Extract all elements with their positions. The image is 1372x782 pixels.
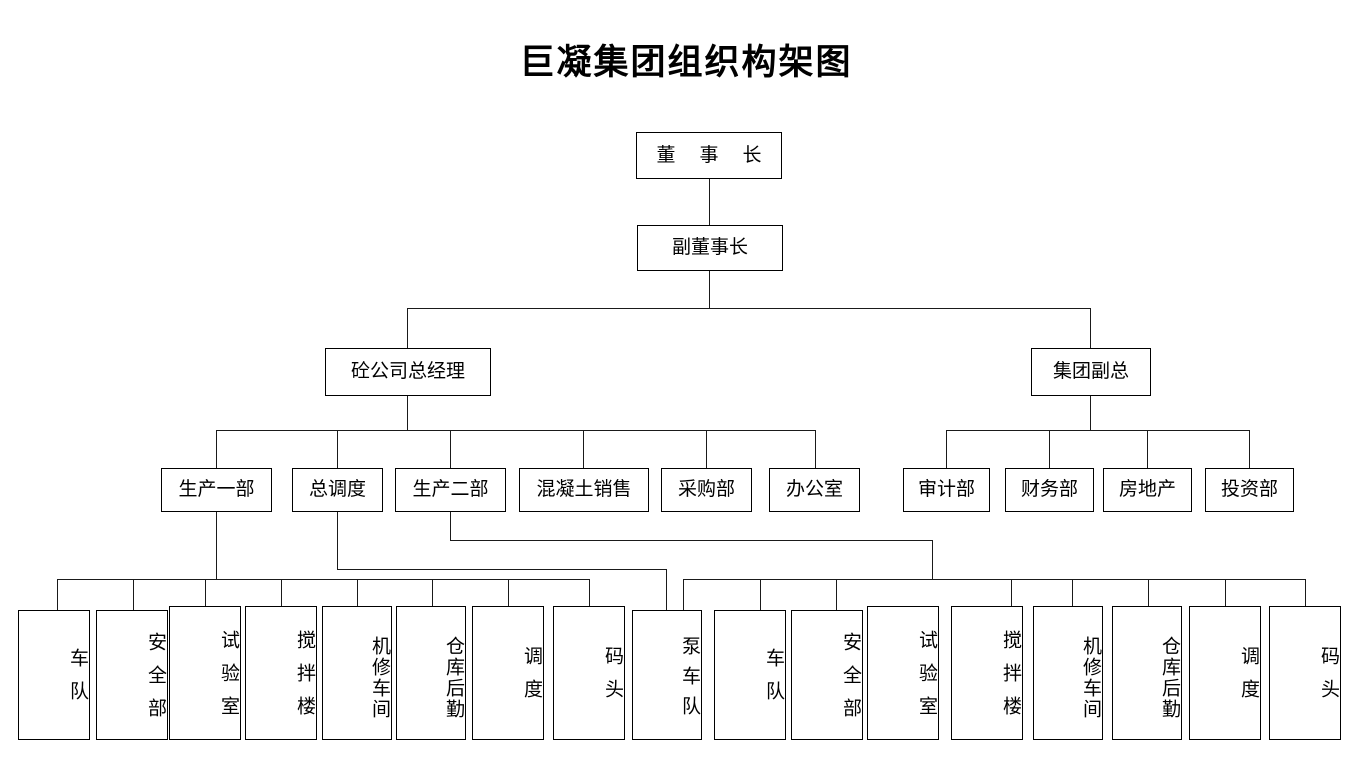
node-dept-concrete-sales[interactable]: 混凝土销售 — [519, 468, 649, 512]
connector-to-l2-fleet — [683, 579, 684, 610]
node-l2-wharf[interactable]: 码头 — [1269, 606, 1341, 740]
node-l2-lab[interactable]: 试验室 — [867, 606, 939, 740]
connector-to-l1-repair — [357, 579, 358, 610]
connector-prod1-down — [216, 512, 217, 579]
connector-to-investment — [1249, 430, 1250, 468]
connector-to-office — [815, 430, 816, 468]
node-l1-wharf[interactable]: 码头 — [553, 606, 625, 740]
page-title: 巨凝集团组织构架图 — [519, 42, 853, 83]
node-l1-warehouse[interactable]: 仓库后勤 — [396, 606, 466, 740]
connector-to-l2-lab — [836, 579, 837, 610]
connector-to-l2-safety — [760, 579, 761, 610]
connector-to-l1-dispatch — [508, 579, 509, 610]
connector-concrete-gm-down — [407, 396, 408, 430]
node-dept-investment[interactable]: 投资部 — [1205, 468, 1294, 512]
node-l1-safety[interactable]: 安全部 — [96, 610, 168, 740]
connector-to-prod2 — [450, 430, 451, 468]
node-vice-chairman[interactable]: 副董事长 — [637, 225, 783, 271]
connector-chairman-to-vice — [709, 179, 710, 225]
node-l1-lab[interactable]: 试验室 — [169, 606, 241, 740]
node-dept-purchasing[interactable]: 采购部 — [661, 468, 752, 512]
connector-to-realestate — [1147, 430, 1148, 468]
connector-to-l2-mixing — [1011, 579, 1012, 610]
connector-to-audit — [946, 430, 947, 468]
connector-to-l1-safety — [133, 579, 134, 610]
connector-dispatch-chief-across — [337, 569, 666, 570]
node-l1-mixing[interactable]: 搅拌楼 — [245, 606, 317, 740]
connector-to-l1-warehouse — [432, 579, 433, 610]
node-l2-safety[interactable]: 安全部 — [791, 610, 863, 740]
connector-level3-bar — [407, 308, 1091, 309]
connector-to-prod1 — [216, 430, 217, 468]
node-dept-dispatch-chief[interactable]: 总调度 — [292, 468, 383, 512]
node-l2-fleet[interactable]: 车队 — [714, 610, 786, 740]
node-l2-dispatch[interactable]: 调度 — [1189, 606, 1261, 740]
connector-vice-down — [709, 271, 710, 308]
connector-prod2-across — [450, 540, 933, 541]
connector-left-dept-bar — [216, 430, 815, 431]
connector-to-concrete-sales — [583, 430, 584, 468]
connector-to-l1-lab — [205, 579, 206, 610]
node-l2-mixing[interactable]: 搅拌楼 — [951, 606, 1023, 740]
connector-to-dispatch-chief — [337, 430, 338, 468]
node-dept-prod2[interactable]: 生产二部 — [395, 468, 506, 512]
connector-pump-fleet-drop — [666, 569, 667, 610]
connector-prod2-drop — [932, 540, 933, 579]
connector-lower-right-bar — [683, 579, 1305, 580]
connector-lower-left-bar — [57, 579, 589, 580]
node-dept-office[interactable]: 办公室 — [769, 468, 860, 512]
connector-prod2-down — [450, 512, 451, 540]
node-dept-realestate[interactable]: 房地产 — [1103, 468, 1192, 512]
connector-to-l2-wharf — [1305, 579, 1306, 610]
node-l2-repair[interactable]: 机修车间 — [1033, 606, 1103, 740]
node-l1-fleet[interactable]: 车队 — [18, 610, 90, 740]
node-chairman[interactable]: 董 事 长 — [636, 132, 782, 179]
connector-to-l2-warehouse — [1148, 579, 1149, 610]
connector-dispatch-chief-down — [337, 512, 338, 569]
connector-to-l1-fleet — [57, 579, 58, 610]
node-concrete-gm[interactable]: 砼公司总经理 — [325, 348, 491, 396]
node-group-vp[interactable]: 集团副总 — [1031, 348, 1151, 396]
connector-to-l1-wharf — [589, 579, 590, 610]
connector-to-l2-repair — [1072, 579, 1073, 610]
connector-to-group-vp — [1090, 308, 1091, 348]
node-pump-fleet[interactable]: 泵车队 — [632, 610, 702, 740]
connector-to-concrete-gm — [407, 308, 408, 348]
connector-group-vp-down — [1090, 396, 1091, 430]
node-l1-dispatch[interactable]: 调度 — [472, 606, 544, 740]
connector-right-dept-bar — [946, 430, 1249, 431]
connector-to-l1-mixing — [281, 579, 282, 610]
connector-to-purchasing — [706, 430, 707, 468]
node-l2-warehouse[interactable]: 仓库后勤 — [1112, 606, 1182, 740]
node-dept-audit[interactable]: 审计部 — [903, 468, 990, 512]
node-l1-repair[interactable]: 机修车间 — [322, 606, 392, 740]
connector-to-l2-dispatch — [1225, 579, 1226, 610]
connector-to-finance — [1049, 430, 1050, 468]
node-dept-finance[interactable]: 财务部 — [1005, 468, 1094, 512]
node-dept-prod1[interactable]: 生产一部 — [161, 468, 272, 512]
